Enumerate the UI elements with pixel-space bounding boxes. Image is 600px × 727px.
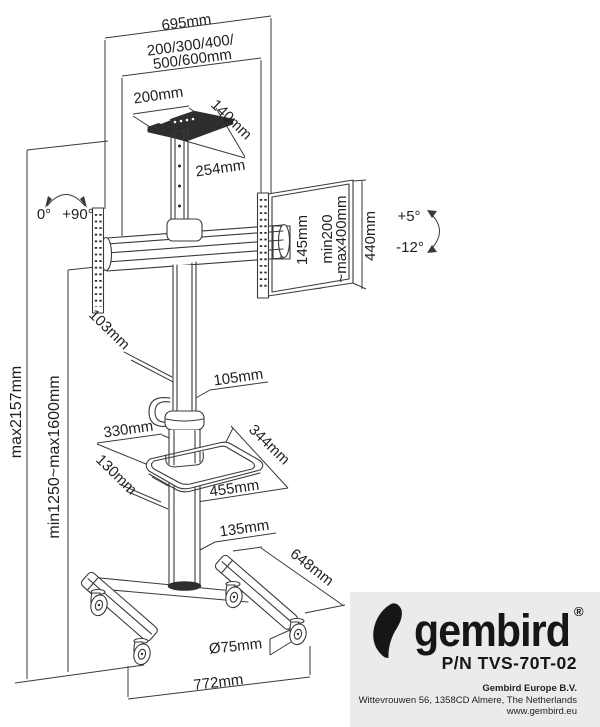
swivel-max-label: +90° [62, 206, 93, 223]
brand-part-number: P/N TVS-70T-02 [442, 653, 577, 673]
vesa-strip-left [91, 207, 105, 314]
shelf [145, 441, 264, 493]
brand-website: www.gembird.eu [506, 706, 577, 717]
dim-shelf-front-width: 455mm [208, 477, 260, 501]
brand-block: gembird ® P/N TVS-70T-02 Gembird Europe … [350, 592, 600, 727]
dim-top-plate-width: 200mm [132, 84, 184, 108]
dim-bracket-height: 145mm [294, 215, 311, 265]
casters [87, 580, 309, 668]
swivel-arc-icon [45, 194, 87, 208]
top-plate [146, 110, 235, 142]
dim-shelf-back-width: 330mm [102, 418, 154, 442]
dim-total-width: 695mm [161, 11, 213, 34]
column-upper-tube [172, 261, 197, 413]
dimension-labels: 695mm 200/300/400/ 500/600mm 200mm 140mm… [8, 11, 424, 694]
adjust-handle [148, 397, 171, 427]
dim-caster-diameter: Ø75mm [208, 635, 263, 657]
dim-base-width: 772mm [193, 671, 245, 694]
dim-top-plate-diagonal: 254mm [194, 157, 246, 181]
vesa-strip-right [256, 192, 270, 299]
dim-column-height-range: min1250~max1600mm [46, 375, 63, 538]
dim-vesa-height-2: ~max400mm [333, 195, 350, 282]
dim-bracket-total-height: 440mm [362, 211, 379, 261]
dim-column-depth: 105mm [212, 366, 264, 390]
column-collar [164, 410, 205, 431]
swivel-min-label: 0° [37, 206, 51, 223]
brand-company: Gembird Europe B.V. [482, 683, 577, 694]
dim-shelf-offset: 135mm [218, 517, 270, 541]
brand-registered-mark: ® [574, 604, 584, 619]
tilt-arc-icon [427, 210, 440, 253]
dim-vesa-height-1: min200 [319, 214, 336, 263]
tilt-up-label: +5° [397, 208, 420, 225]
gembird-bird-icon [373, 603, 402, 658]
tilt-down-label: -12° [396, 239, 424, 256]
drop-post [166, 127, 203, 242]
brand-logo-text: gembird [414, 605, 570, 656]
dim-max-total-height: max2157mm [8, 366, 25, 458]
brand-address: Wittevrouwen 56, 1358CD Almere, The Neth… [359, 695, 578, 706]
dim-column-offset: 103mm [85, 306, 133, 353]
